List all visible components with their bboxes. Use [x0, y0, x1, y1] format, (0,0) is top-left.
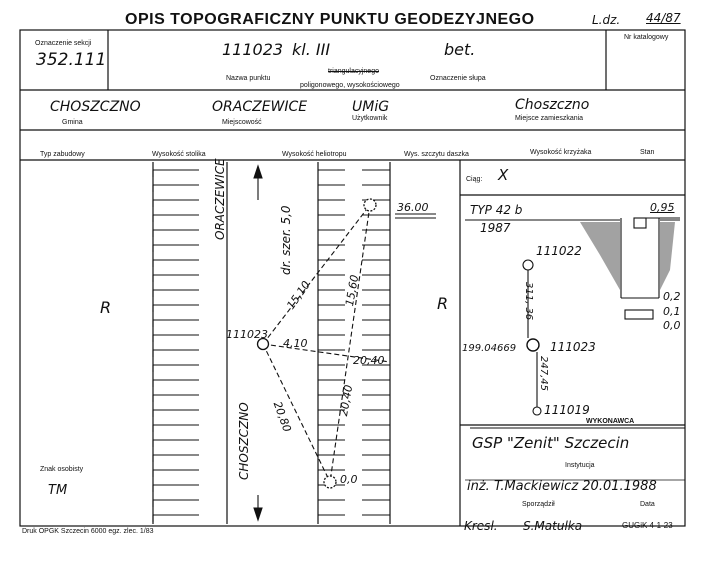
dim-1: 0,2: [663, 290, 681, 303]
road-top-label: ORACZEWICE: [213, 158, 227, 240]
type-line2: poligonowego, wysokościowego: [300, 82, 400, 89]
wyk-label: WYKONAWCA: [586, 418, 635, 425]
segment-1: 311, 36: [523, 282, 534, 321]
date-label: Data: [640, 501, 655, 508]
gmina-label: Gmina: [62, 119, 83, 126]
uzytkownik-label: Użytkownik: [352, 115, 388, 122]
sporz-label: Sporządził: [522, 501, 555, 508]
wys-daszka-label: Wys. szczytu daszka: [404, 151, 469, 158]
stan-label: Stan: [640, 149, 655, 156]
p-mid: 111023: [550, 340, 596, 354]
ciag-label: Ciąg:: [466, 176, 483, 183]
marker-label: Oznaczenie słupa: [430, 75, 486, 82]
point-marking: bet.: [444, 40, 476, 59]
segment-2: 247,45: [538, 356, 549, 391]
kresl-value: S.Matulka: [523, 519, 583, 533]
ciag-value: X: [498, 166, 509, 184]
dim-3: 0,0: [663, 319, 681, 332]
left-area-label: R: [100, 298, 112, 317]
section-label: Oznaczenie sekcji: [35, 40, 92, 47]
p-top: 111022: [536, 244, 582, 258]
kresl-label: Kresl.: [464, 519, 498, 533]
typ-zabudowy-label: Typ zabudowy: [40, 151, 85, 158]
form-code: GUGiK 4-1-23: [622, 521, 673, 530]
gmina-value: CHOSZCZNO: [50, 99, 141, 115]
typ-value: TYP 42 b: [470, 203, 523, 217]
dist-3: 4,10: [283, 337, 308, 350]
p-bottom: 111019: [544, 403, 590, 417]
miejscowosc-label: Miejscowość: [222, 119, 262, 126]
dim-2: 0,1: [663, 305, 681, 318]
inst-label: Instytucja: [565, 462, 595, 469]
owner-mark-label: Znak osobisty: [40, 466, 84, 473]
point-class: kl. III: [292, 40, 331, 59]
ldz-label: L.dz.: [592, 13, 621, 27]
section-value: 352.111: [36, 50, 107, 70]
road-bottom-label: CHOSZCZNO: [237, 402, 251, 480]
right-area-label: R: [437, 294, 449, 313]
miejscowosc-value: ORACZEWICE: [212, 99, 308, 115]
catalog-label: Nr katalogowy: [624, 34, 669, 41]
wys-heliotropu-label: Wysokość heliotropu: [282, 151, 347, 158]
tree-label: 36.00: [397, 201, 429, 214]
year-value: 1987: [480, 221, 511, 235]
point-label: 111023: [226, 328, 268, 341]
zamieszkania-label: Miejsce zamieszkania: [515, 115, 584, 122]
dist-4: 20,40: [353, 354, 385, 367]
zamieszkania-value: Choszczno: [515, 97, 590, 113]
sporz-value: inż. T.Mackiewicz 20.01.1988: [467, 479, 657, 494]
uzytkownik-value: UMiG: [352, 99, 390, 115]
owner-mark-value: TM: [48, 483, 68, 498]
wys-stolika-label: Wysokość stolika: [152, 151, 206, 158]
wys-krzyzaka-label: Wysokość krzyżaka: [530, 149, 592, 156]
type-line1: triangulacyjnego: [328, 68, 379, 75]
ldz-value: 44/87: [646, 11, 681, 25]
print-info: Druk OPGK Szczecin 6000 egz. zlec. 1/83: [22, 528, 154, 535]
road-desc: dr. szer. 5,0: [279, 205, 293, 275]
elevation: 199.04669: [462, 343, 517, 354]
name-label: Nazwa punktu: [226, 75, 271, 82]
form-title: OPIS TOPOGRAFICZNY PUNKTU GEODEZYJNEGO: [125, 11, 535, 28]
wyk-value: GSP "Zenit" Szczecin: [472, 434, 630, 452]
dim-top: 0,95: [650, 201, 675, 214]
bottom-zero: 0,0: [340, 473, 358, 486]
point-number: 111023: [222, 40, 284, 59]
